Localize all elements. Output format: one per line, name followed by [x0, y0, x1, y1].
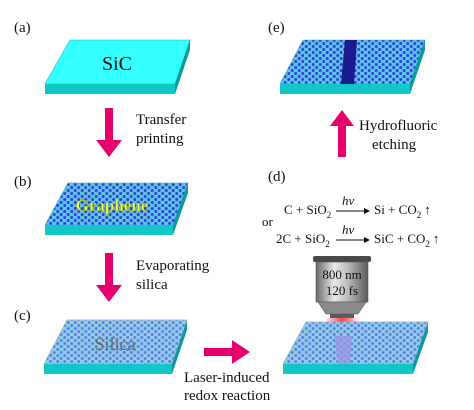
panel-tag-e: (e) [268, 20, 285, 36]
or-label: or [262, 214, 274, 229]
reaction-1: C + SiO2 hν Si + CO2↑ [284, 193, 431, 220]
panel-tag-d: (d) [268, 169, 286, 185]
arrow-a-to-b [96, 108, 122, 157]
laser-spot-track [334, 336, 352, 364]
graphene-block-b [44, 182, 189, 235]
reaction-1-left: C + SiO2 [284, 202, 331, 220]
laser-pulse: 120 fs [326, 283, 358, 298]
reaction-2-left: 2C + SiO2 [276, 231, 330, 249]
block-label-sic: SiC [102, 53, 132, 75]
panel-tag-c: (c) [14, 308, 31, 324]
laser-wavelength: 800 nm [322, 267, 361, 282]
arrow-c-to-d [204, 340, 250, 364]
step-label-transfer-line1: Transfer [136, 112, 186, 128]
step-label-transfer-line2: printing [136, 131, 184, 147]
panel-tag-a: (a) [14, 20, 31, 36]
reaction-1-energy: hν [342, 193, 355, 208]
block-label-graphene: Graphene [76, 196, 149, 215]
silica-block-c [43, 319, 188, 374]
step-label-evaporating-line2: silica [136, 277, 168, 293]
arrow-b-to-c [96, 253, 122, 302]
step-label-laser-line2: redox reaction [184, 388, 271, 404]
sample-block-d [282, 321, 429, 374]
step-label-hf-line2: etching [372, 137, 417, 153]
reaction-2: 2C + SiO2 hν SiC + CO2↑ [276, 222, 439, 249]
etched-line [341, 40, 357, 84]
step-label-hf-line1: Hydrofluoric [359, 118, 438, 134]
objective-lens [313, 256, 371, 318]
reaction-2-right: SiC + CO2↑ [374, 231, 439, 249]
step-label-evaporating-line1: Evaporating [136, 258, 210, 274]
panel-tag-b: (b) [14, 174, 32, 190]
step-label-laser-line1: Laser-induced [184, 370, 270, 386]
reaction-2-energy: hν [342, 222, 355, 237]
reaction-1-right: Si + CO2↑ [374, 202, 431, 220]
arrow-d-to-e [330, 110, 354, 157]
etched-block-e [279, 39, 426, 94]
sic-block-a [44, 39, 191, 94]
block-label-silica: Silica [95, 334, 136, 354]
